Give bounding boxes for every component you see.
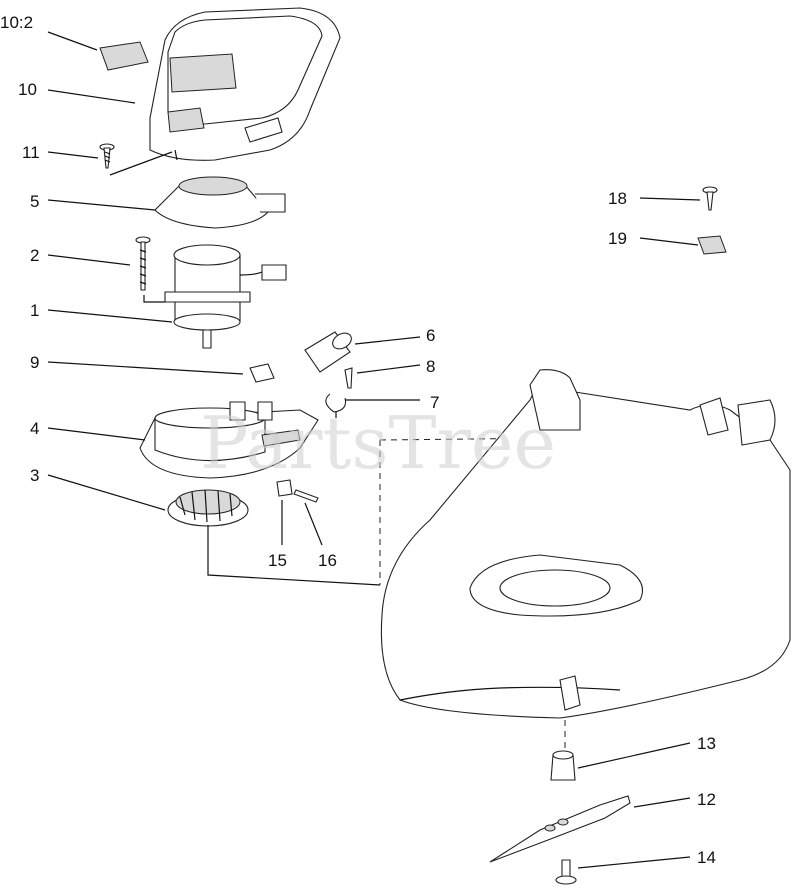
callout-13: 13: [697, 734, 716, 753]
part-14-bolt: [555, 859, 577, 885]
callout-labels: 10:2 10 11 5 2 1 9 4 3 6 8 7 15 16 18 19…: [0, 13, 716, 867]
watermark-text: PartsTree: [200, 401, 556, 485]
callout-16: 16: [318, 551, 337, 570]
callout-10: 10: [18, 80, 37, 99]
callout-9: 9: [30, 353, 39, 372]
part-13-adapter: [550, 750, 576, 781]
part-10-hood: [149, 7, 341, 161]
callout-8: 8: [426, 357, 435, 376]
part-10-2-label: [99, 41, 149, 71]
callout-14: 14: [697, 848, 716, 867]
part-3-fan: [167, 489, 381, 586]
deck-chassis: [380, 369, 791, 719]
callout-2: 2: [30, 246, 39, 265]
part-12-blade: [489, 795, 631, 863]
part-1-motor: [164, 244, 287, 349]
callout-4: 4: [30, 419, 39, 438]
part-7-clip: [325, 393, 347, 418]
callout-19: 19: [608, 229, 627, 248]
callout-7: 7: [430, 393, 439, 412]
callout-5: 5: [30, 192, 39, 211]
part-15-nut: [276, 479, 293, 497]
callout-10-2: 10:2: [0, 13, 33, 32]
part-9-bracket: [249, 363, 275, 383]
part-18-screw: [702, 186, 718, 211]
callout-12: 12: [697, 790, 716, 809]
callout-3: 3: [30, 466, 39, 485]
part-8-screw: [344, 367, 353, 389]
part-2-screw: [135, 236, 165, 303]
part-6-tube: [304, 331, 352, 373]
callout-6: 6: [426, 326, 435, 345]
callout-11: 11: [22, 143, 40, 162]
callout-1: 1: [30, 301, 39, 320]
callout-15: 15: [268, 551, 287, 570]
part-16-screw: [293, 489, 319, 503]
callout-18: 18: [608, 189, 627, 208]
part-19-pad: [697, 235, 727, 255]
part-5-motor-cover: [154, 176, 286, 229]
leader-lines: [47, 31, 701, 869]
part-4-fan-housing: [139, 401, 319, 479]
part-11-screw: [99, 143, 173, 176]
